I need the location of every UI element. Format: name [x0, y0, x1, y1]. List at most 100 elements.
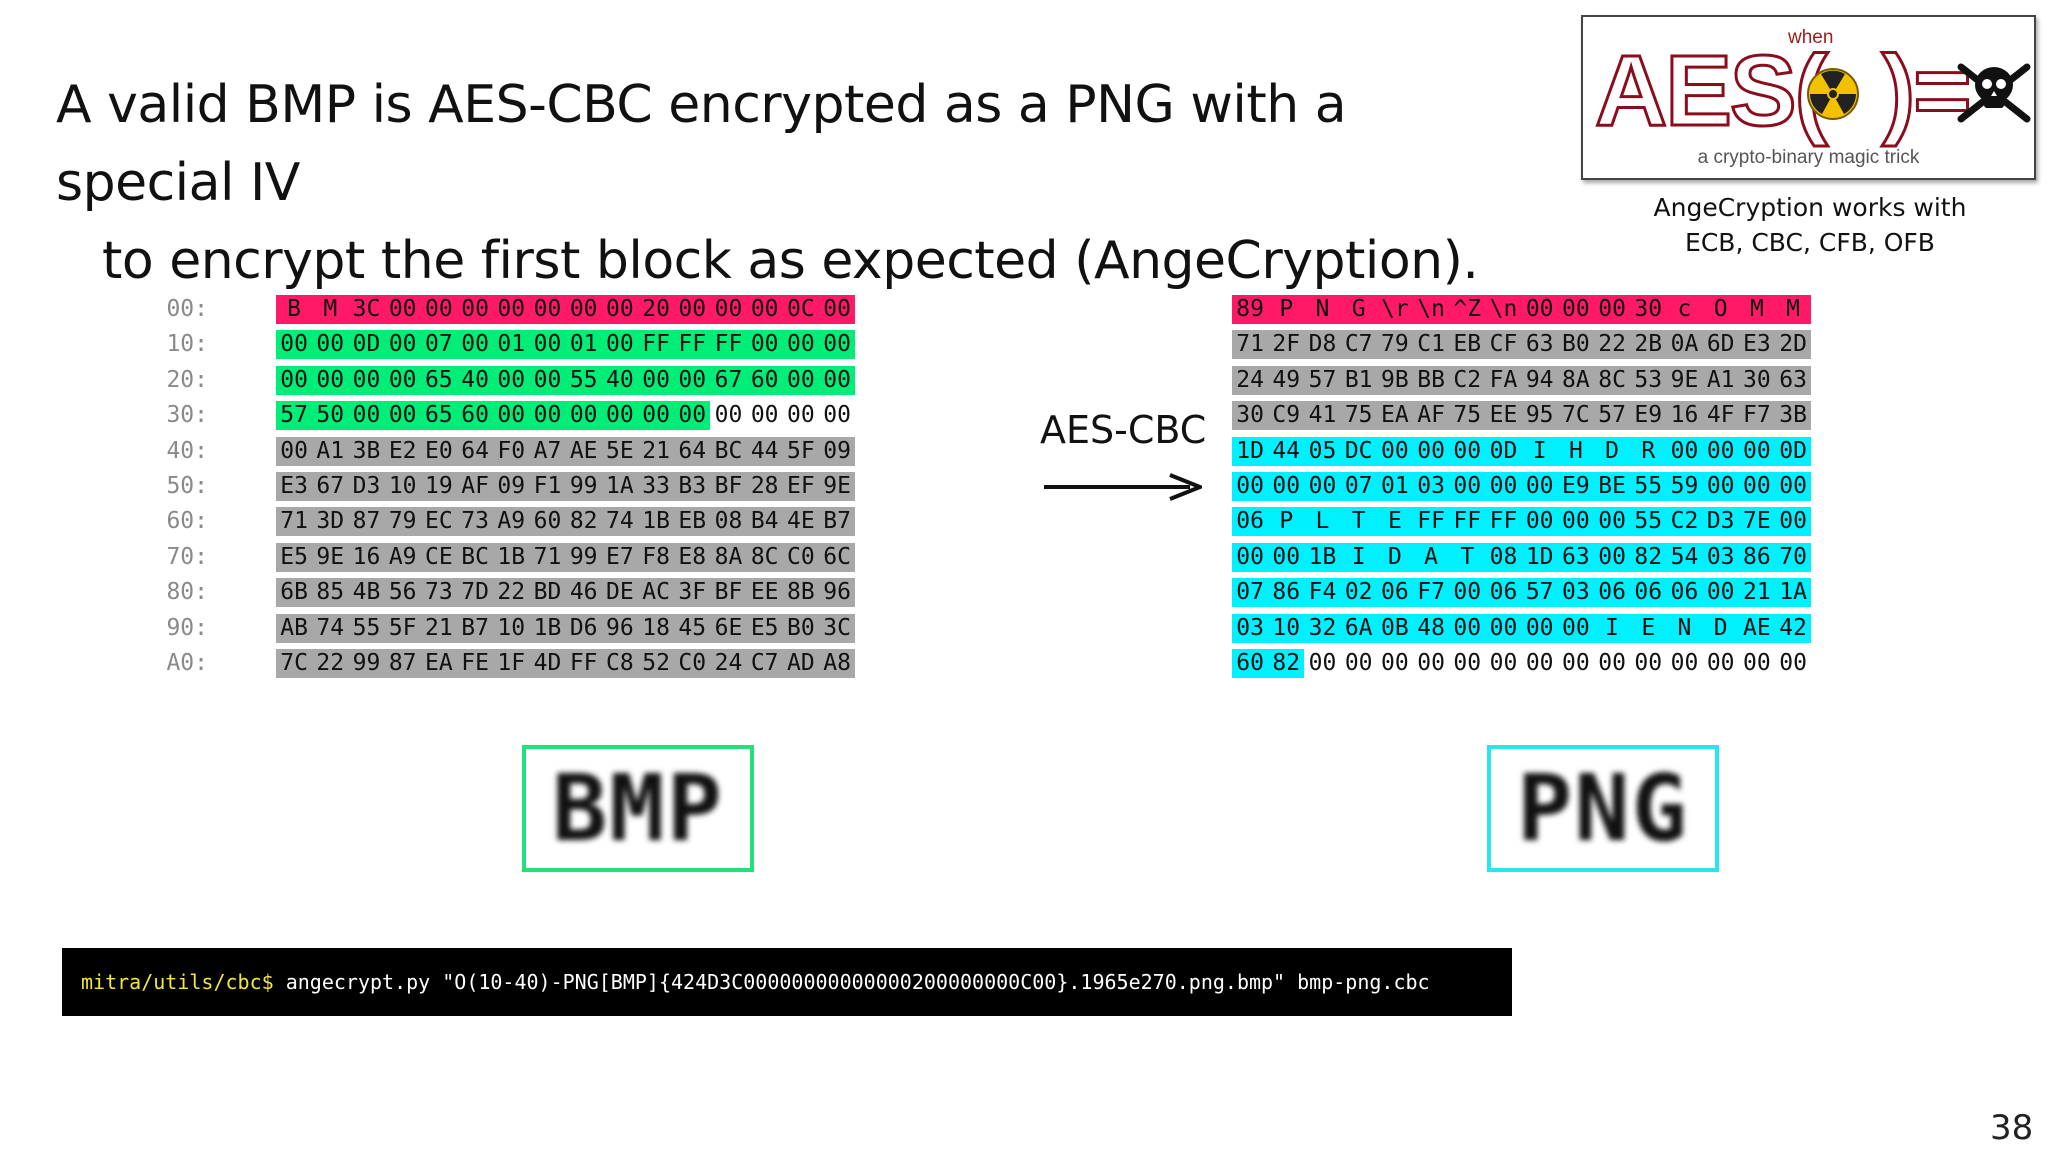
- hex-byte: 00: [638, 401, 675, 431]
- hex-byte: 10: [493, 613, 530, 643]
- hex-byte: 00: [1557, 295, 1594, 324]
- hex-byte: 2B: [1630, 330, 1667, 360]
- hex-byte: 00: [348, 401, 385, 431]
- hex-byte: D: [1594, 436, 1631, 466]
- hex-byte: 00: [276, 365, 313, 395]
- hex-byte: 21: [1738, 578, 1775, 608]
- hex-byte: M: [1775, 295, 1812, 324]
- hex-byte: 96: [819, 578, 856, 608]
- hex-byte: DC: [1340, 436, 1377, 466]
- hex-byte: 00: [1413, 436, 1450, 466]
- hex-byte: 0B: [1376, 613, 1413, 643]
- hex-byte: 06: [1376, 578, 1413, 608]
- hex-byte: 00: [746, 330, 783, 360]
- hex-byte: 16: [348, 542, 385, 572]
- hex-byte: T: [1449, 542, 1486, 572]
- hex-offset: 10:: [166, 331, 208, 358]
- hex-byte: 00: [1525, 649, 1554, 676]
- hex-byte: 00: [1521, 295, 1558, 324]
- hex-byte: 05: [1304, 436, 1341, 466]
- hex-byte: 99: [565, 471, 602, 501]
- hex-byte: 22: [493, 578, 530, 608]
- hex-byte: B: [276, 295, 313, 324]
- hex-byte: FF: [674, 330, 711, 360]
- logo-caption-line-2: ECB, CBC, CFB, OFB: [1685, 228, 1935, 257]
- hex-byte: EA: [420, 648, 457, 678]
- hex-byte: C8: [601, 648, 638, 678]
- hex-byte: 00: [493, 401, 530, 431]
- hex-byte: CF: [1485, 330, 1522, 360]
- hex-byte: 16: [1666, 401, 1703, 431]
- hex-byte: 00: [1268, 471, 1305, 501]
- hex-byte: AE: [565, 436, 602, 466]
- hex-byte: 00: [1489, 649, 1518, 676]
- logo-word-start: AES(: [1594, 35, 1830, 147]
- hex-byte: 22: [1594, 330, 1631, 360]
- hex-byte: 00: [782, 330, 819, 360]
- hex-byte: 00: [1594, 295, 1631, 324]
- hex-offset-row: 40:: [118, 434, 218, 469]
- hex-byte: AF: [457, 471, 494, 501]
- hex-byte: 1D: [1232, 436, 1269, 466]
- hex-byte: 00: [1344, 649, 1373, 676]
- hex-byte: O: [1702, 295, 1739, 324]
- hex-byte: FF: [710, 330, 747, 360]
- terminal-prompt: mitra/utils/cbc$: [81, 970, 274, 994]
- hex-byte: 00: [276, 436, 313, 466]
- hex-byte: 00: [493, 365, 530, 395]
- hex-byte: 00: [746, 295, 783, 324]
- hex-byte: D: [1376, 542, 1413, 572]
- hex-byte: 06: [1232, 507, 1269, 537]
- hex-byte: 00: [1702, 436, 1739, 466]
- hex-byte: E2: [384, 436, 421, 466]
- hex-byte: EE: [746, 578, 783, 608]
- hex-byte: 30: [1738, 365, 1775, 395]
- hex-byte: E0: [420, 436, 457, 466]
- hex-byte: 00: [1775, 471, 1812, 501]
- hex-byte: 00: [1417, 649, 1445, 676]
- hex-byte: 22: [312, 648, 349, 678]
- slide-title: A valid BMP is AES-CBC encrypted as a PN…: [56, 66, 1516, 300]
- hex-byte: 4D: [529, 648, 566, 678]
- hex-byte: M: [1738, 295, 1775, 324]
- hex-offset-row: 00:: [118, 292, 218, 327]
- hex-byte: 2F: [1268, 330, 1305, 360]
- hex-byte: 07: [420, 330, 457, 360]
- hex-byte: N: [1666, 613, 1703, 643]
- hex-byte: 70: [1775, 542, 1812, 572]
- hex-byte: 06: [1630, 578, 1667, 608]
- hex-byte: 46: [565, 578, 602, 608]
- hex-byte: 00: [1594, 542, 1631, 572]
- page-number: 38: [1990, 1108, 2034, 1148]
- hex-byte: 60: [529, 507, 566, 537]
- hex-byte: 74: [601, 507, 638, 537]
- hex-byte: 00: [601, 330, 638, 360]
- hex-byte: 73: [420, 578, 457, 608]
- hex-byte: 57: [1594, 401, 1631, 431]
- hex-byte: 00: [529, 295, 566, 324]
- hex-byte: 28: [746, 471, 783, 501]
- hex-offset: 20:: [166, 366, 208, 393]
- hex-byte: A1: [312, 436, 349, 466]
- hex-byte: 00: [565, 295, 602, 324]
- hex-byte: 00: [1449, 436, 1486, 466]
- hex-offset-row: 20:: [118, 363, 218, 398]
- hex-byte: 00: [276, 330, 313, 360]
- hex-byte: CE: [420, 542, 457, 572]
- hex-byte: 40: [457, 365, 494, 395]
- hex-byte: AF: [1413, 401, 1450, 431]
- hex-byte: 00: [750, 402, 779, 429]
- logo-when-text: when: [1788, 27, 1834, 48]
- hex-byte: 00: [384, 365, 421, 395]
- hex-byte: C7: [1340, 330, 1377, 360]
- radiation-trefoil-icon: [1807, 68, 1859, 120]
- hex-byte: BC: [457, 542, 494, 572]
- hex-byte: 44: [746, 436, 783, 466]
- hex-byte: E: [1376, 507, 1413, 537]
- hex-byte: 00: [457, 330, 494, 360]
- hex-byte: 89: [1232, 295, 1269, 324]
- hex-byte: 00: [1521, 613, 1558, 643]
- hex-byte: AC: [638, 578, 675, 608]
- hex-byte: 8A: [710, 542, 747, 572]
- hex-byte: EA: [1376, 401, 1413, 431]
